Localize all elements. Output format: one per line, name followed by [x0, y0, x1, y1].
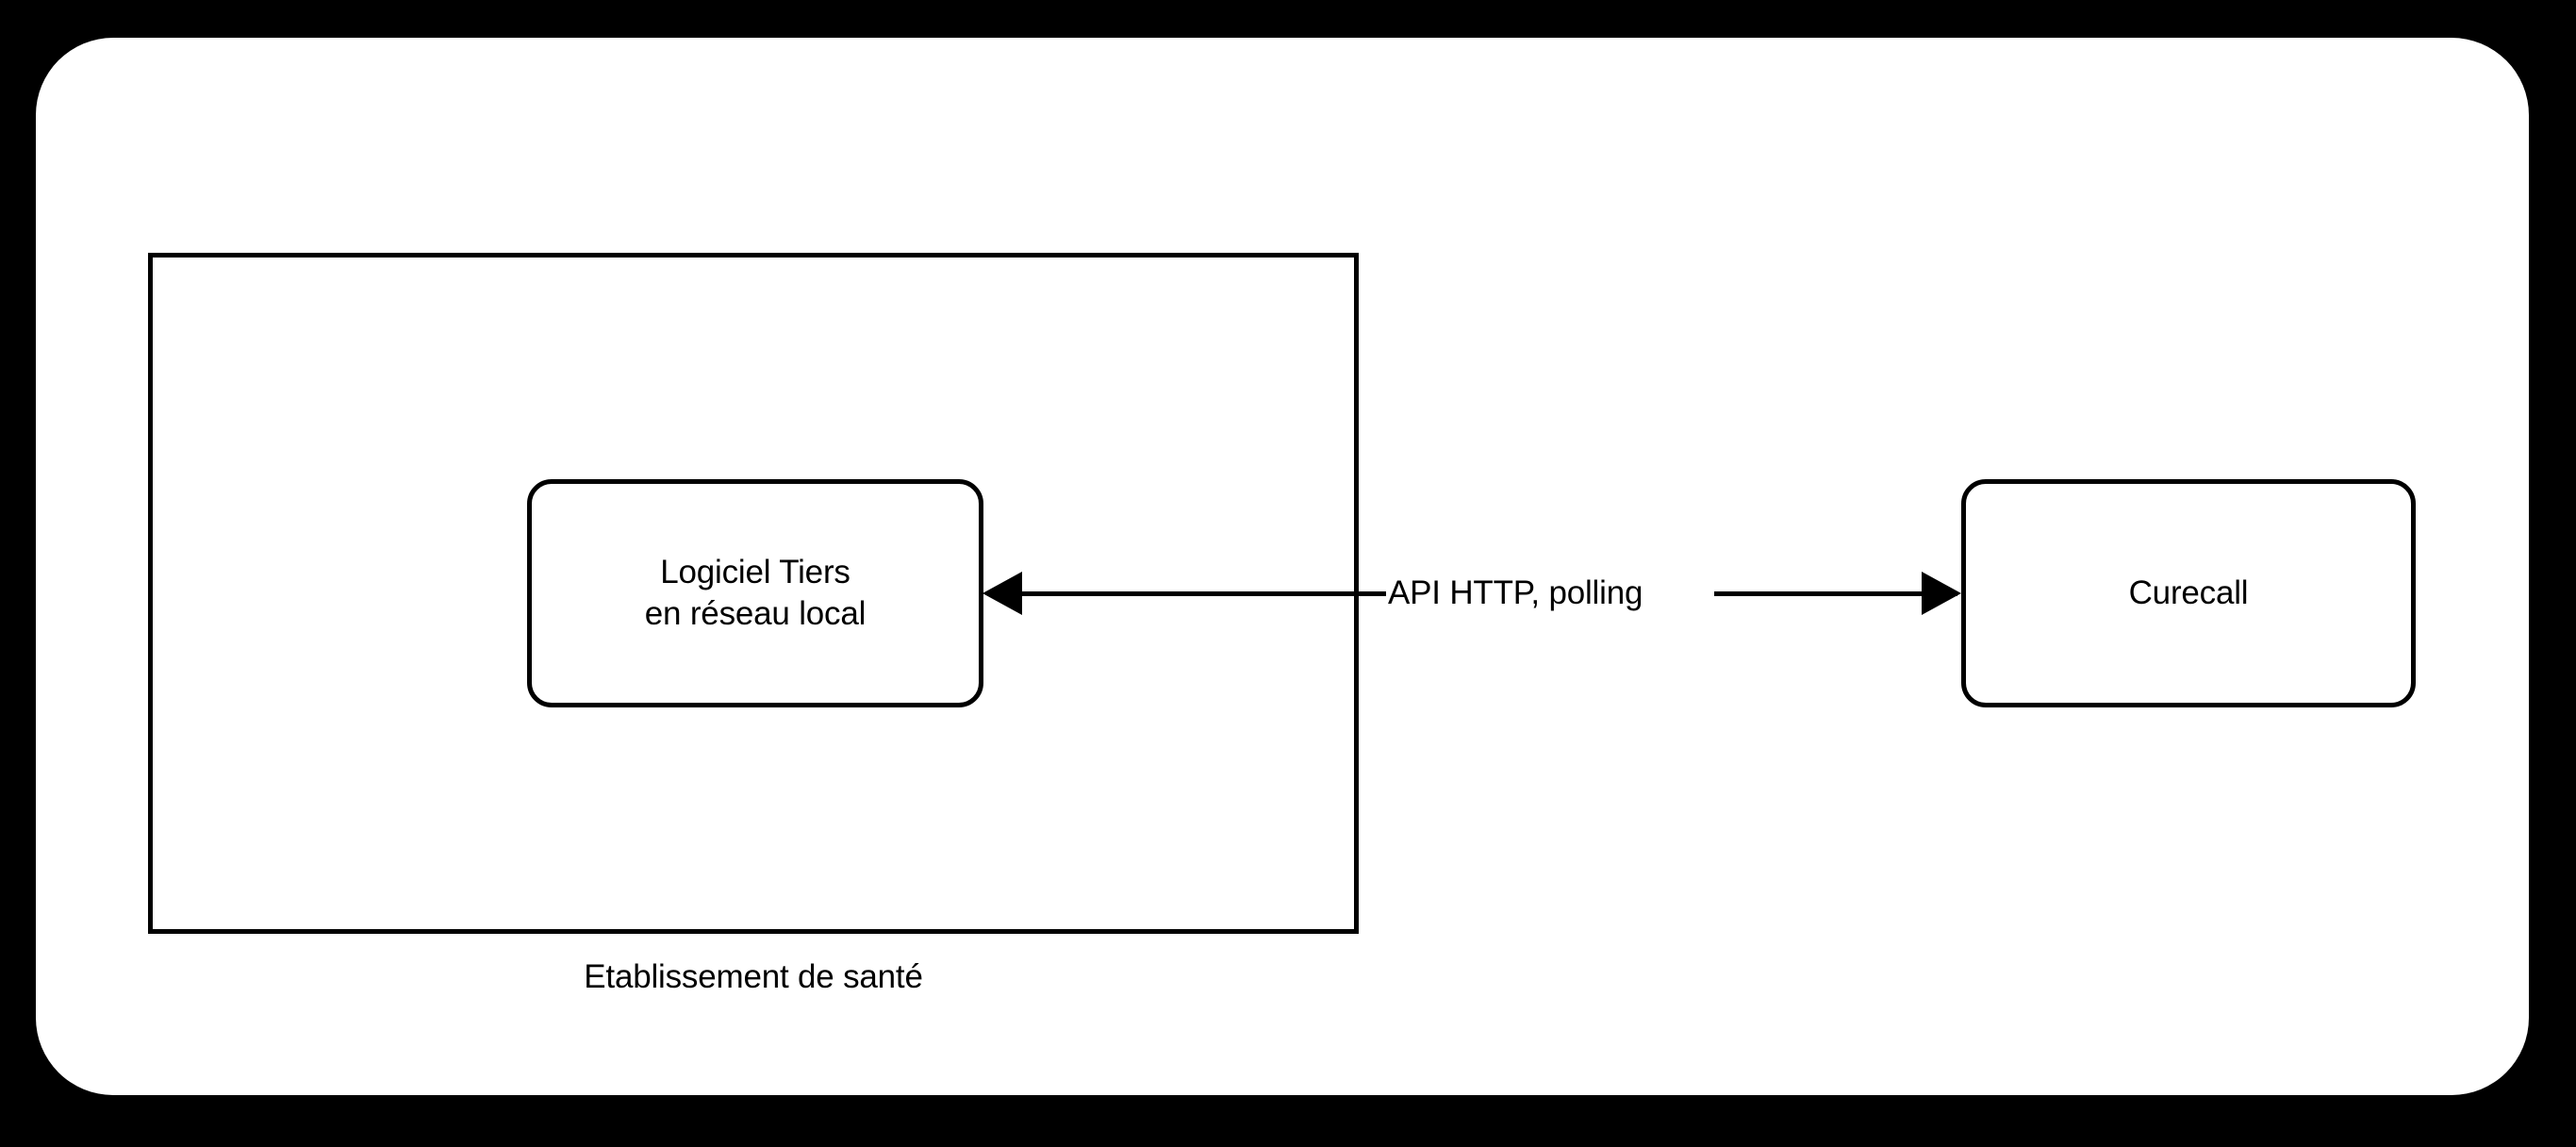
node-curecall-label: Curecall: [2128, 574, 2249, 611]
node-curecall[interactable]: Curecall: [1961, 479, 2416, 707]
node-logiciel-tiers[interactable]: Logiciel Tiers en réseau local: [527, 479, 983, 707]
node-logiciel-tiers-label: Logiciel Tiers en réseau local: [644, 554, 867, 632]
outer-panel: Logiciel Tiers en réseau local Curecall …: [36, 38, 2529, 1095]
connector-line-right-segment: [1714, 591, 1957, 596]
arrowhead-left-icon: [983, 572, 1022, 615]
group-caption-etablissement: Etablissement de santé: [584, 958, 923, 995]
connector-label-api-http-polling: API HTTP, polling: [1386, 564, 1645, 623]
connector-line-left-segment: [1007, 591, 1392, 596]
arrowhead-right-icon: [1922, 572, 1961, 615]
